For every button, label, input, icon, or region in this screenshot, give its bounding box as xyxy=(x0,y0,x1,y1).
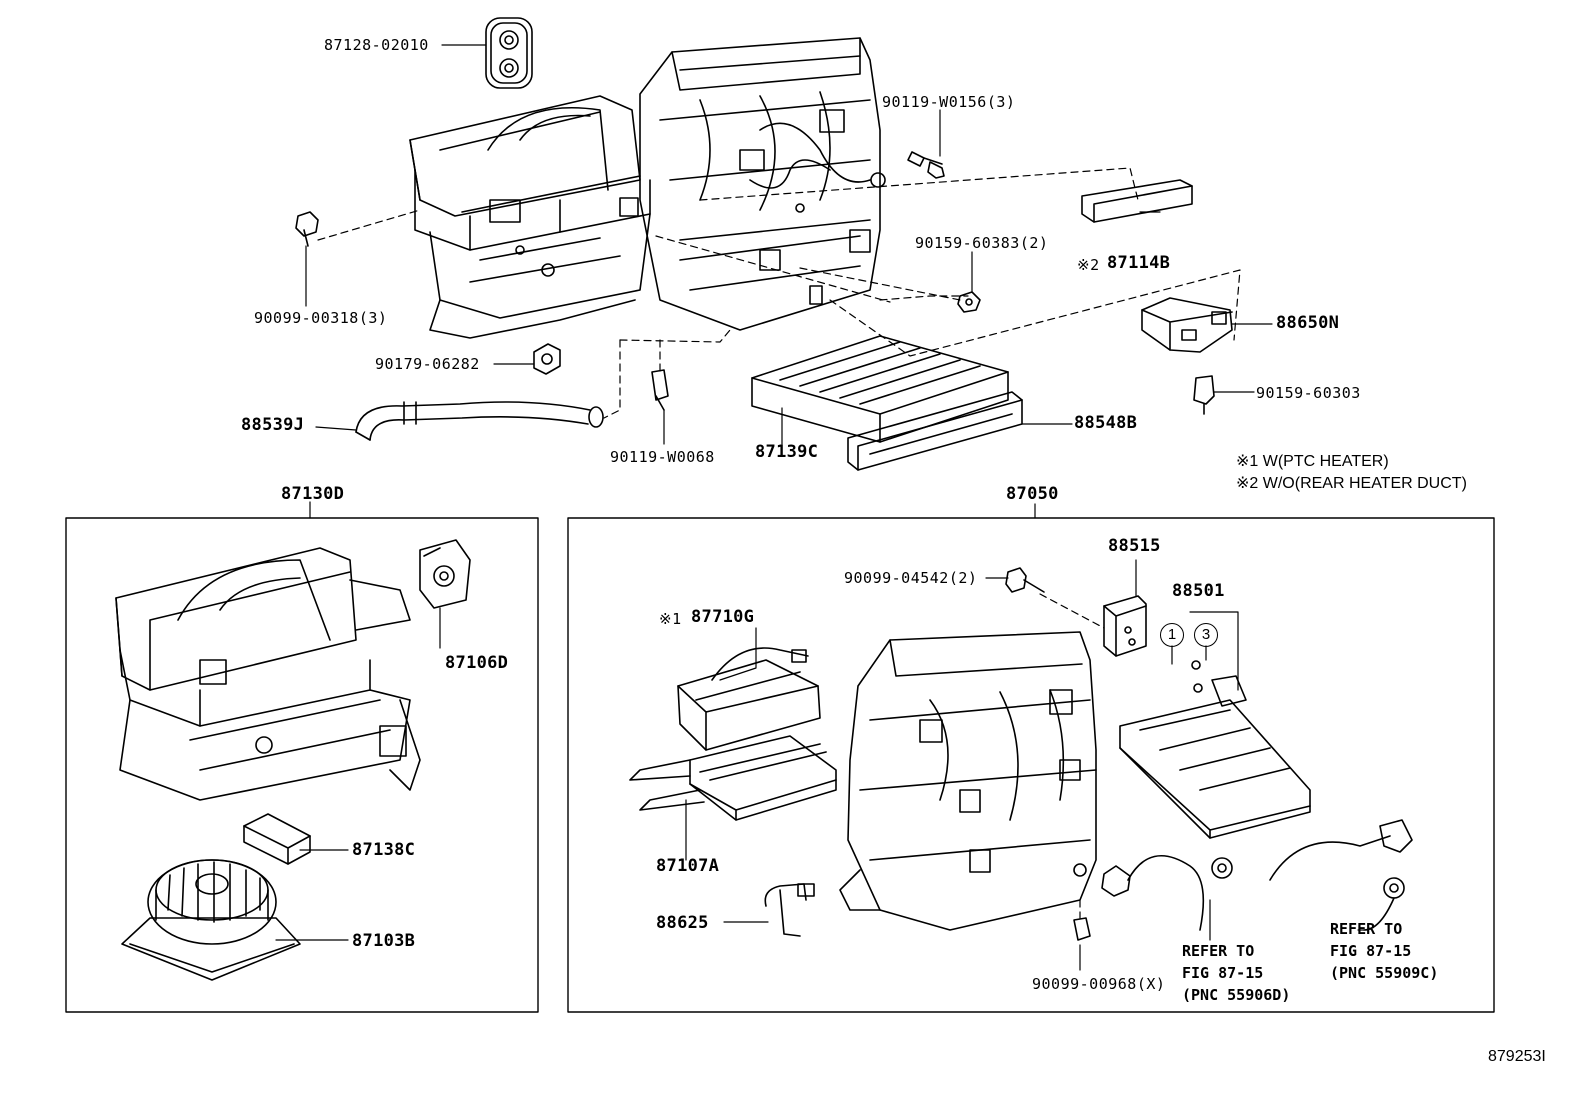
label-90179-06282: 90179-06282 xyxy=(375,355,480,373)
label-87139c: 87139C xyxy=(755,442,819,462)
label-88539j: 88539J xyxy=(241,415,305,435)
heater-case-icon xyxy=(839,631,1097,931)
circled-3: 3 xyxy=(1194,623,1218,647)
label-88625: 88625 xyxy=(656,913,709,933)
screw-90159b-icon xyxy=(1193,375,1215,415)
label-88515: 88515 xyxy=(1108,536,1161,556)
right-box xyxy=(567,517,1495,1013)
heater-case-top-icon xyxy=(639,37,886,331)
note-rear-heater-duct: ※2 W/O(REAR HEATER DUCT) xyxy=(1236,475,1467,492)
sensor-a-icon xyxy=(1101,854,1233,931)
label-88501: 88501 xyxy=(1172,581,1225,601)
label-87138c: 87138C xyxy=(352,840,416,860)
left-box xyxy=(65,517,539,1013)
sensor-88625-icon xyxy=(764,883,815,937)
label-87107a: 87107A xyxy=(656,856,720,876)
label-87710g: 87710G xyxy=(691,607,755,627)
label-90099-00318: 90099-00318(3) xyxy=(254,309,388,327)
filter-87139-icon xyxy=(751,335,1009,443)
blower-unit-icon xyxy=(115,547,421,801)
sensor-b-icon xyxy=(1269,819,1413,931)
resistor-87138-icon xyxy=(243,813,311,865)
note-ptc-heater: ※1 W(PTC HEATER) xyxy=(1236,453,1389,470)
label-87103b: 87103B xyxy=(352,931,416,951)
servo-88650-icon xyxy=(1141,297,1233,353)
drain-hose-icon xyxy=(355,401,604,441)
bolt-90099-icon xyxy=(1005,567,1045,593)
grommet-icon xyxy=(485,17,533,89)
label-88650n: 88650N xyxy=(1276,313,1340,333)
evaporator-icon xyxy=(1119,660,1311,839)
mark-2-87114b: ※2 xyxy=(1077,256,1100,274)
label-87130d: 87130D xyxy=(281,484,345,504)
screw-90099-icon xyxy=(295,211,319,247)
heater-core-icon xyxy=(629,735,837,821)
label-87114b: 87114B xyxy=(1107,253,1171,273)
dashed-guides xyxy=(317,167,1241,919)
servo-87106-icon xyxy=(419,539,471,609)
label-87128-02010: 87128-02010 xyxy=(324,36,429,54)
reference-fig-87-15-55906d: REFER TO FIG 87-15 (PNC 55906D) xyxy=(1182,942,1291,1004)
blower-motor-icon xyxy=(121,859,301,981)
filter-87114-icon xyxy=(1081,179,1193,223)
circled-1: 1 xyxy=(1160,623,1184,647)
label-90119-w0156: 90119-W0156(3) xyxy=(882,93,1016,111)
nut-90179-icon xyxy=(533,343,561,375)
label-90099-00968: 90099-00968(X) xyxy=(1032,975,1166,993)
mark-1-87710g: ※1 xyxy=(659,610,682,628)
label-90099-04542: 90099-04542(2) xyxy=(844,569,978,587)
label-87050: 87050 xyxy=(1006,484,1059,504)
blower-housing-top-icon xyxy=(409,95,651,339)
ptc-heater-icon xyxy=(677,647,821,751)
label-90119-w0068: 90119-W0068 xyxy=(610,448,715,466)
screw-90119-icon xyxy=(907,151,945,179)
reference-fig-87-15-55909c: REFER TO FIG 87-15 (PNC 55909C) xyxy=(1330,920,1439,982)
leader-lines xyxy=(275,44,1365,971)
label-88548b: 88548B xyxy=(1074,413,1138,433)
label-90159-60303: 90159-60303 xyxy=(1256,384,1361,402)
figure-id: 879253I xyxy=(1488,1048,1546,1065)
label-90159-60383: 90159-60383(2) xyxy=(915,234,1049,252)
screw-90119b-icon xyxy=(651,369,669,411)
screw-90099c-icon xyxy=(1073,917,1091,941)
label-87106d: 87106D xyxy=(445,653,509,673)
expansion-valve-icon xyxy=(1103,595,1147,657)
screw-90159a-icon xyxy=(957,291,981,313)
